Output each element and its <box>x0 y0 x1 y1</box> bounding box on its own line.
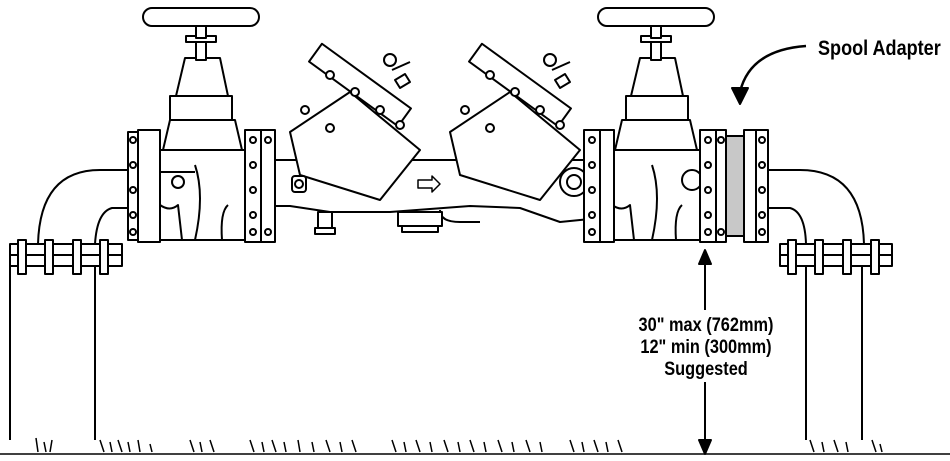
dimension-min: 12" min (300mm) <box>640 337 772 358</box>
spool-adapter-label: Spool Adapter <box>818 37 941 60</box>
callout-arrow <box>731 44 807 105</box>
dimension-label: 30" max (762mm) 12" min (300mm) Suggeste… <box>611 315 800 381</box>
check-valve-2 <box>449 42 581 201</box>
left-elbow-pipe <box>9 169 128 440</box>
right-elbow-pipe <box>768 169 893 440</box>
spool-adapter <box>715 129 769 243</box>
test-cock <box>291 167 589 197</box>
dimension-line <box>698 249 712 455</box>
left-flanges <box>127 129 276 243</box>
check-valve-1 <box>289 42 421 201</box>
ground-line <box>0 437 950 455</box>
right-gate-valve <box>597 7 715 241</box>
dimension-note: Suggested <box>664 359 748 380</box>
dimension-max: 30" max (762mm) <box>638 315 774 336</box>
left-gate-valve <box>142 7 260 241</box>
right-flanges <box>583 129 717 243</box>
